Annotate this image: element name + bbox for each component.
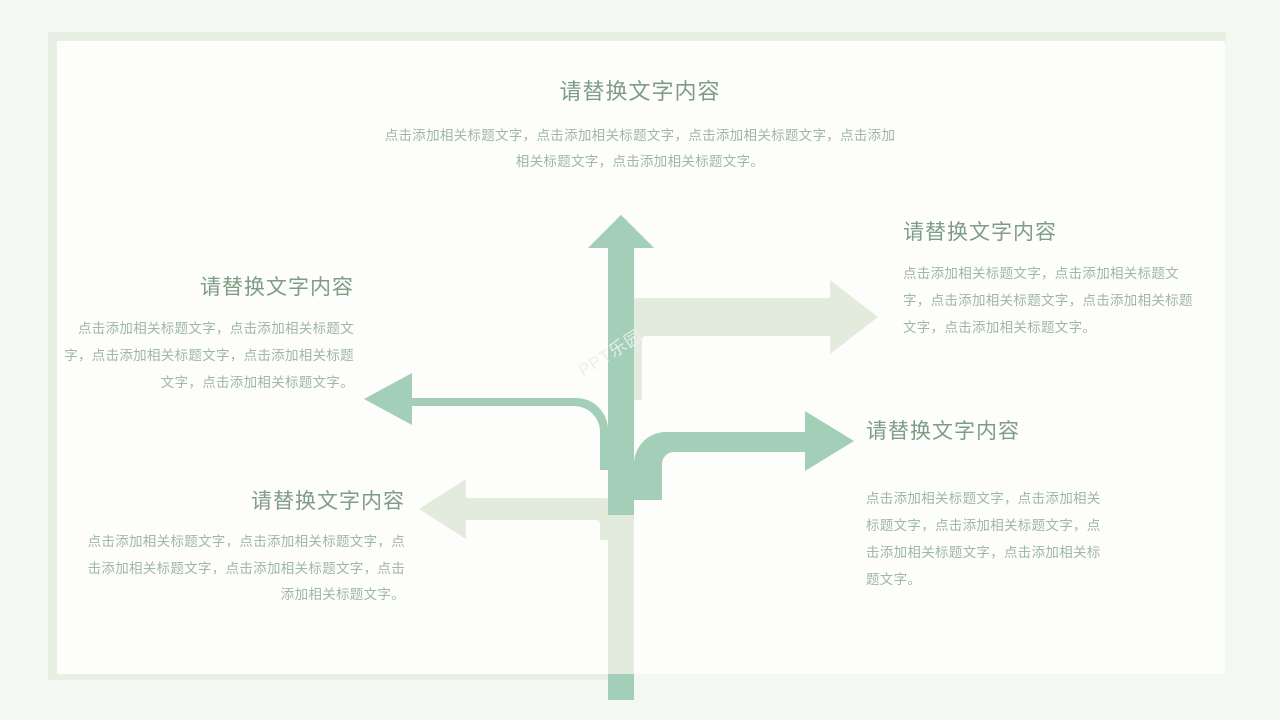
block-right-top-title: 请替换文字内容 xyxy=(903,220,1057,244)
block-right-top-body: 点击添加相关标题文字，点击添加相关标题文字，点击添加相关标题文字，点击添加相关标… xyxy=(903,266,1193,336)
block-right-bottom-title: 请替换文字内容 xyxy=(866,419,1020,443)
text-block-top: 请替换文字内容 点击添加相关标题文字，点击添加相关标题文字，点击添加相关标题文字… xyxy=(382,78,898,175)
block-top-title: 请替换文字内容 xyxy=(559,79,721,104)
block-top-body: 点击添加相关标题文字，点击添加相关标题文字，点击添加相关标题文字，点击添加相关标… xyxy=(384,127,896,169)
block-left-title: 请替换文字内容 xyxy=(200,275,354,299)
block-bottom-left-body: 点击添加相关标题文字，点击添加相关标题文字，点击添加相关标题文字，点击添加相关标… xyxy=(87,534,405,602)
block-right-bottom-body: 点击添加相关标题文字，点击添加相关标题文字，点击添加相关标题文字，点击添加相关标… xyxy=(866,491,1101,588)
text-block-right-top: 请替换文字内容 点击添加相关标题文字，点击添加相关标题文字，点击添加相关标题文字… xyxy=(903,219,1193,341)
block-left-body: 点击添加相关标题文字，点击添加相关标题文字，点击添加相关标题文字，点击添加相关标… xyxy=(64,321,354,391)
text-block-right-bottom: 请替换文字内容 点击添加相关标题文字，点击添加相关标题文字，点击添加相关标题文字… xyxy=(866,418,1114,593)
text-block-bottom-left: 请替换文字内容 点击添加相关标题文字，点击添加相关标题文字，点击添加相关标题文字… xyxy=(80,488,405,608)
block-bottom-left-title: 请替换文字内容 xyxy=(251,489,405,513)
text-block-left: 请替换文字内容 点击添加相关标题文字，点击添加相关标题文字，点击添加相关标题文字… xyxy=(62,274,354,396)
